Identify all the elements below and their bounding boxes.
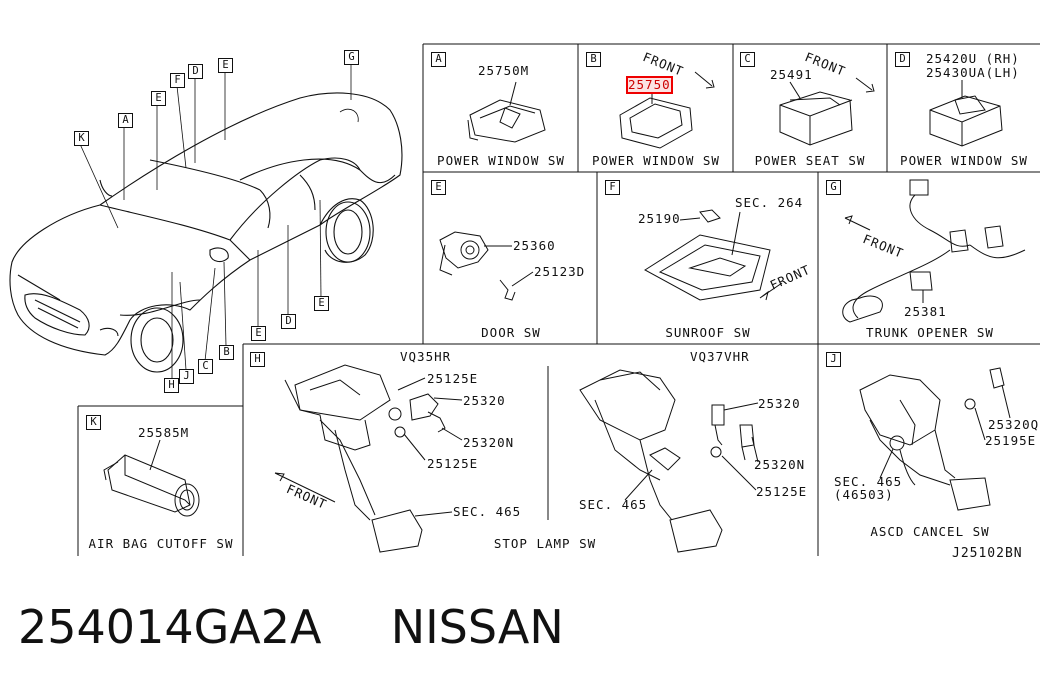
car-label-d-rear: D [281, 314, 296, 329]
panel-c-part: 25491 [770, 67, 813, 82]
panel-b-letter: B [586, 52, 601, 67]
panel-j-switch [859, 367, 1011, 511]
panel-h-sec-right: SEC. 465 [579, 497, 648, 512]
panel-a-letter: A [431, 52, 446, 67]
panel-c-switch [779, 77, 875, 146]
panel-h-caption: STOP LAMP SW [493, 536, 597, 551]
footer-part-number: 254014GA2A [18, 600, 322, 654]
panel-e-part1: 25360 [513, 238, 556, 253]
panel-j-25195e: 25195E [985, 433, 1037, 448]
panel-k-letter: K [86, 415, 101, 430]
footer-brand: NISSAN [390, 600, 564, 654]
car-label-b: B [219, 345, 234, 360]
panel-b-switch [619, 71, 715, 149]
document-id: J25102BN [952, 546, 1023, 561]
car-label-k: K [74, 131, 89, 146]
panel-b-caption: POWER WINDOW SW [592, 153, 720, 168]
panel-e-switch [439, 231, 534, 301]
panel-f-letter: F [605, 180, 620, 195]
panel-c-letter: C [740, 52, 755, 67]
car-label-a: A [118, 113, 133, 128]
panel-h-model-left: VQ35HR [400, 349, 452, 364]
car-label-e-rear: E [314, 296, 329, 311]
car-label-g: G [344, 50, 359, 65]
panel-h-25125e-bottom: 25125E [427, 456, 479, 471]
panel-g-part: 25381 [904, 304, 947, 319]
panel-f-part1: 25190 [638, 211, 681, 226]
car-label-f: F [170, 73, 185, 88]
panel-e-caption: DOOR SW [481, 325, 541, 340]
panel-k-caption: AIR BAG CUTOFF SW [88, 536, 234, 551]
panel-c-caption: POWER SEAT SW [754, 153, 866, 168]
panel-h-25320n-right: 25320N [754, 457, 806, 472]
panel-g-switch [842, 179, 1026, 323]
panel-k-switch [103, 439, 200, 517]
panel-h-letter: H [250, 352, 265, 367]
panel-e-part2: 25123D [534, 264, 586, 279]
panel-d-part-lh: 25430UA(LH) [926, 65, 1020, 80]
panel-e-letter: E [431, 180, 446, 195]
panel-j-25320q: 25320Q [988, 417, 1040, 432]
panel-h-25320-right: 25320 [758, 396, 801, 411]
car-label-e: E [151, 91, 166, 106]
car-label-d: D [188, 64, 203, 79]
car-outline [9, 92, 403, 373]
footer: 254014GA2A NISSAN [18, 600, 564, 654]
car-label-h: H [164, 378, 179, 393]
panel-g-caption: TRUNK OPENER SW [866, 325, 994, 340]
panel-h-sec-left: SEC. 465 [453, 504, 522, 519]
car-label-c: C [198, 359, 213, 374]
car-label-e-door: E [251, 326, 266, 341]
panel-j-sec2: (46503) [834, 487, 894, 502]
panel-h-25320-left: 25320 [463, 393, 506, 408]
car-label-j: J [179, 369, 194, 384]
panel-f-caption: SUNROOF SW [665, 325, 751, 340]
panel-b-part-highlighted: 25750 [626, 76, 673, 94]
panel-a-caption: POWER WINDOW SW [437, 153, 565, 168]
panel-h-25125e-right: 25125E [756, 484, 808, 499]
panel-j-caption: ASCD CANCEL SW [870, 524, 990, 539]
panel-g-letter: G [826, 180, 841, 195]
panel-h-model-right: VQ37VHR [690, 349, 750, 364]
panel-h-25320n-left: 25320N [463, 435, 515, 450]
panel-a-switch [467, 81, 546, 143]
panel-d-letter: D [895, 52, 910, 67]
panel-j-sec: SEC. 465 [834, 474, 903, 489]
panel-f-switch [644, 209, 783, 301]
panel-d-part-rh: 25420U (RH) [926, 51, 1020, 66]
panel-j-letter: J [826, 352, 841, 367]
panel-h-pedals-right [579, 369, 759, 553]
panel-k-part: 25585M [138, 425, 190, 440]
panel-h-pedals [274, 364, 463, 553]
panel-h-25125e-top: 25125E [427, 371, 479, 386]
panel-a-part: 25750M [478, 63, 530, 78]
car-label-e-roof: E [218, 58, 233, 73]
panel-d-caption: POWER WINDOW SW [900, 153, 1028, 168]
panel-f-sec: SEC. 264 [735, 195, 804, 210]
panel-d-switch [929, 80, 1003, 147]
